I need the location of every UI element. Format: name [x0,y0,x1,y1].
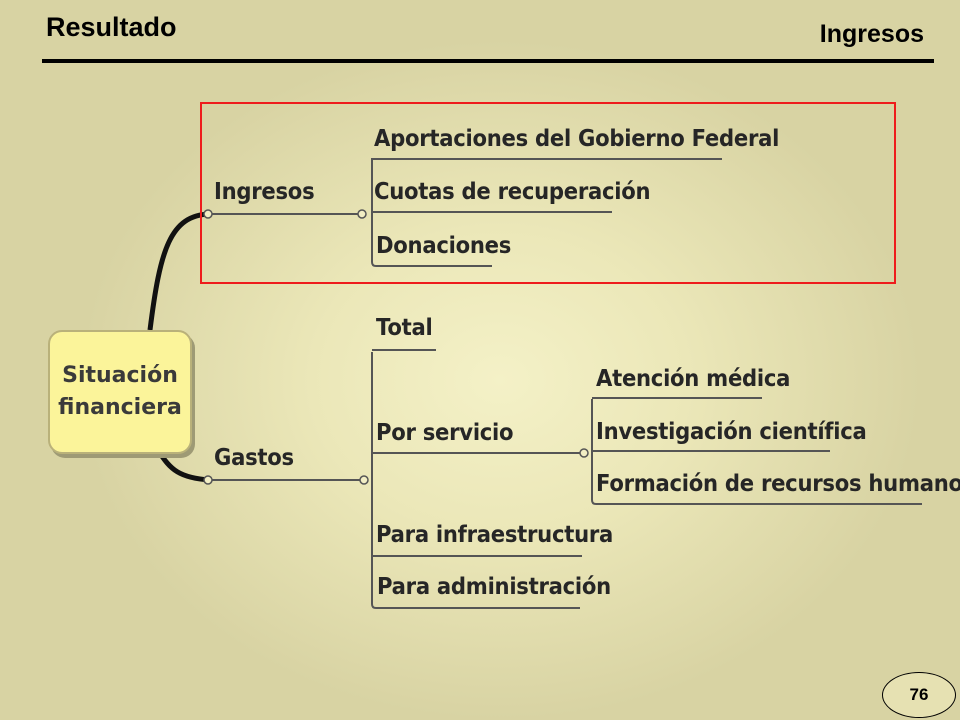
gastos-joint-right [359,475,369,485]
servicio-item: Atención médica [596,366,791,392]
ingresos-item: Aportaciones del Gobierno Federal [374,126,780,152]
title-divider [42,59,934,63]
slide-title: Resultado [46,12,177,42]
ingresos-bracket [371,158,377,267]
gastos-joint-left [203,475,213,485]
ingresos-highlight-box [200,102,896,284]
ingresos-label: Ingresos [214,179,315,205]
servicio-joint [579,448,589,458]
page-number-badge: 76 [882,672,956,718]
gastos-item: Total [376,315,433,341]
center-node: Situación financiera [48,330,192,454]
servicio-item: Investigación científica [596,419,867,445]
connector-center-ingresos [147,211,211,331]
connector-center-gastos [155,448,211,483]
servicio-item: Formación de recursos humanos [596,471,960,497]
gastos-item: Por servicio [376,420,514,446]
gastos-label: Gastos [214,445,294,471]
ingresos-item: Donaciones [376,233,512,259]
center-node-label: Situación financiera [58,363,182,420]
ingresos-item: Cuotas de recuperación [374,179,651,205]
gastos-bracket [371,352,377,609]
gastos-item: Para infraestructura [376,522,614,548]
gastos-item: Para administración [377,574,611,600]
ingresos-joint-right [357,209,367,219]
servicio-bracket [591,399,597,505]
ingresos-joint-left [203,209,213,219]
slide-subtitle: Ingresos [819,20,924,48]
